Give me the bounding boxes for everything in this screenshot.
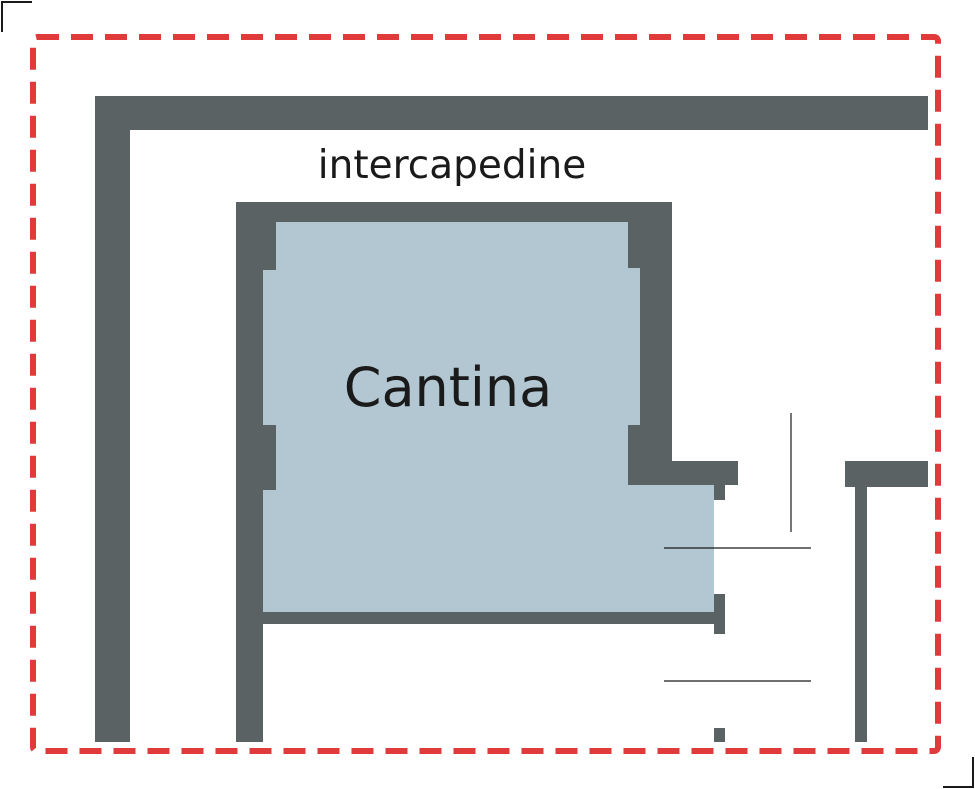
- right-partition-wall: [855, 487, 867, 742]
- crop-mark-top-left: [1, 1, 32, 32]
- outer-wall-top: [95, 96, 928, 130]
- crop-mark-bottom-right: [943, 757, 974, 788]
- room-wall-right: [640, 202, 672, 485]
- step-wall-left: [628, 461, 738, 485]
- room-wall-bottom: [263, 612, 714, 624]
- outer-wall-left: [95, 96, 130, 742]
- cantina-room-fill: [263, 222, 714, 612]
- pilaster-top-left: [263, 222, 276, 270]
- room-wall-left: [236, 202, 263, 742]
- door-jamb-3: [714, 728, 725, 742]
- door-jamb-1: [714, 485, 725, 500]
- label-intercapedine: intercapedine: [318, 143, 586, 188]
- label-cantina: Cantina: [344, 356, 553, 419]
- boundary-dashed-outline: [30, 34, 941, 754]
- pilaster-top-right: [628, 222, 640, 268]
- room-wall-top: [236, 202, 672, 222]
- door-jamb-2: [714, 594, 725, 634]
- pilaster-mid-left: [263, 425, 276, 490]
- step-wall-right: [845, 461, 928, 487]
